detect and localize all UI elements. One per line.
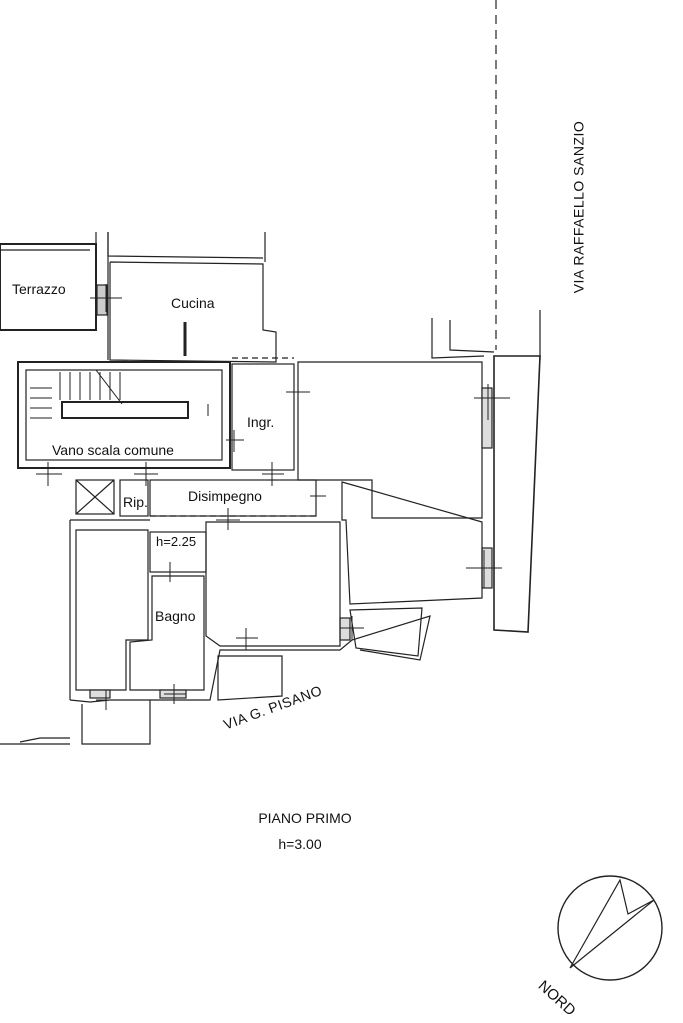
- room-label-bagno: Bagno: [155, 608, 196, 624]
- west-room: [75, 529, 149, 691]
- room-label-ingresso: Ingr.: [247, 414, 275, 430]
- room-label-terrazzo: Terrazzo: [12, 281, 66, 297]
- room-label-ripostiglio: Rip.: [123, 494, 148, 510]
- north-compass-icon: [557, 875, 663, 981]
- floor-height-caption: h=3.00: [278, 836, 322, 852]
- room-label-cucina: Cucina: [171, 295, 215, 311]
- stair-core: [61, 401, 189, 419]
- east-room: [341, 481, 483, 605]
- east-facade: [493, 355, 541, 633]
- room-label-vano-scala: Vano scala comune: [52, 442, 174, 458]
- central-room: [205, 521, 341, 647]
- room-label-bagno-height: h=2.25: [156, 534, 197, 549]
- floor-caption: PIANO PRIMO: [258, 810, 352, 826]
- room-label-disimpegno: Disimpegno: [188, 488, 262, 504]
- stair-block: [17, 361, 231, 469]
- shaft: [75, 479, 115, 515]
- ingresso-room: [231, 363, 295, 471]
- living-room: [297, 361, 483, 519]
- ripostiglio-room: [119, 479, 149, 517]
- street-label-east: VIA RAFFAELLO SANZIO: [570, 120, 587, 294]
- cucina-walls: [109, 261, 277, 363]
- bagno-room: [129, 575, 205, 691]
